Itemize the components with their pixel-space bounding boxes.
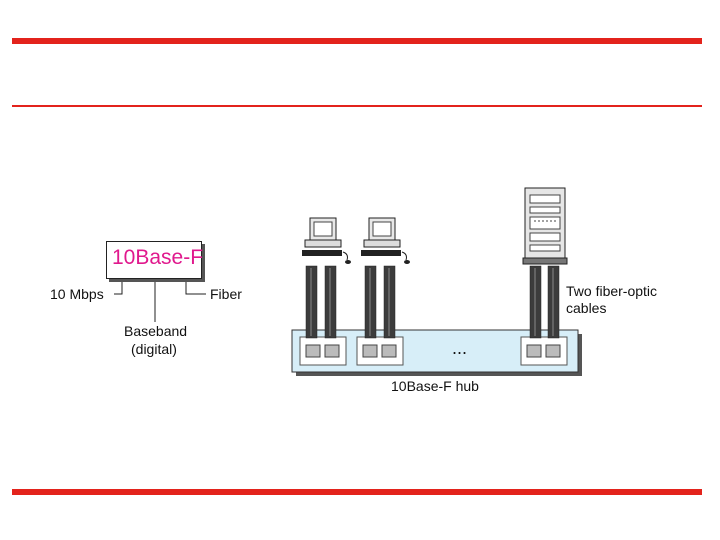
cables-label-line2: cables — [566, 300, 607, 316]
hub-port-group-3 — [520, 336, 568, 366]
media-label: Fiber — [210, 286, 242, 302]
signal-label-line1: Baseband — [124, 323, 188, 339]
hub — [291, 329, 582, 376]
server-icon — [522, 187, 568, 265]
hub-port-group-1 — [299, 336, 347, 366]
hub-label: 10Base-F hub — [391, 378, 479, 394]
computer-icon — [302, 217, 351, 264]
designation-code: 10Base-F — [112, 246, 204, 269]
cable-highlights — [310, 268, 554, 336]
designation-box — [106, 241, 202, 279]
hub-port-group-2 — [356, 336, 404, 366]
media-leader-line — [185, 278, 206, 295]
cables-label-line1: Two fiber-optic — [566, 283, 658, 299]
top-accent-bar — [12, 38, 702, 44]
designation-leader-lines — [114, 278, 206, 322]
title-divider — [12, 105, 702, 107]
hub-ellipsis: ... — [452, 338, 467, 358]
rate-label: 10 Mbps — [50, 286, 104, 302]
signal-label-line2: (digital) — [131, 341, 177, 357]
fiber-cables — [305, 265, 560, 339]
bottom-accent-bar — [12, 489, 702, 495]
rate-leader-line — [114, 278, 123, 295]
computer-icon — [361, 217, 410, 264]
